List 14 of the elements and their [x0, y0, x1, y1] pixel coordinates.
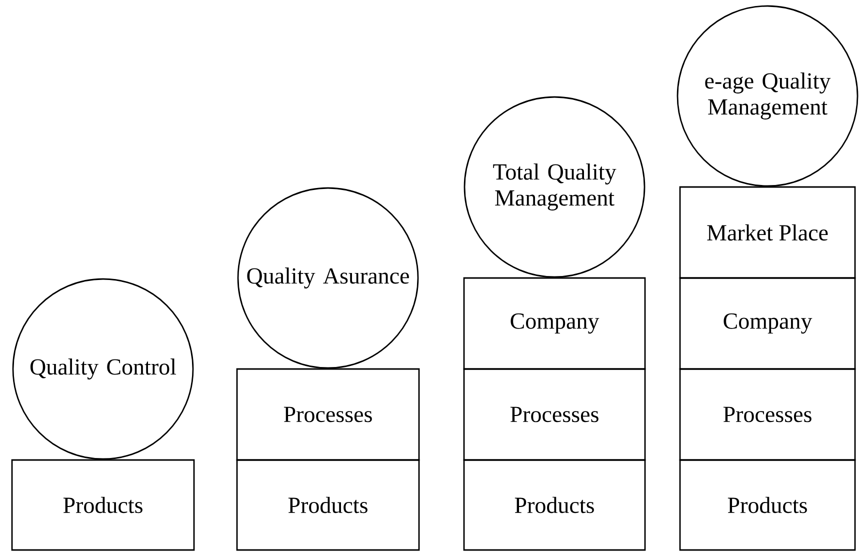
layer-box: Company	[463, 277, 646, 370]
circle-label: Quality Control	[12, 278, 194, 460]
layer-box: Products	[11, 459, 195, 551]
layer-box: Products	[236, 459, 420, 551]
circle-label: e-age Quality Management	[676, 5, 858, 187]
layer-box: Processes	[463, 368, 646, 461]
layer-box: Processes	[236, 368, 420, 461]
layer-box: Products	[679, 459, 856, 551]
layer-box: Processes	[679, 368, 856, 461]
layer-box: Company	[679, 277, 856, 370]
layer-box: Market Place	[679, 186, 856, 279]
circle-label: Total Quality Management	[464, 96, 646, 278]
layer-box: Products	[463, 459, 646, 551]
circle-label: Quality Asurance	[237, 187, 419, 369]
